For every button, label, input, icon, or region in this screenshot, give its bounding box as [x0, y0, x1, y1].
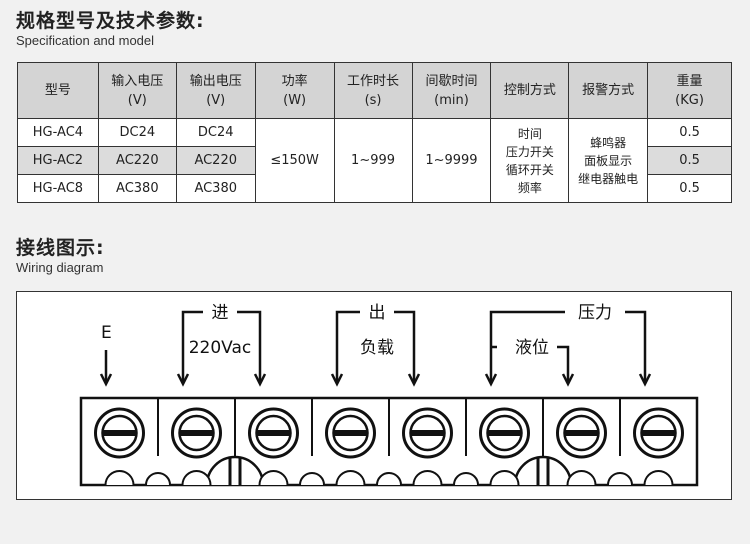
table-row: HG-AC2 AC220 AC220 0.5 [17, 146, 732, 175]
table-row: HG-AC4 DC24 DC24 ≤150W 1~999 1~9999 时间压力… [17, 118, 732, 203]
table-row: HG-AC8 AC380 AC380 0.5 [17, 174, 732, 203]
header-control: 控制方式 [490, 62, 570, 119]
label-level: 液位 [515, 338, 549, 358]
spec-table: 型号 输入电压(V) 输出电压(V) 功率(W) 工作时长(s) 间歇时间(mi… [17, 62, 732, 203]
cell-work-time: 1~999 [333, 118, 413, 203]
cell-model: HG-AC4 [17, 118, 99, 147]
header-input-voltage: 输入电压(V) [97, 62, 177, 119]
cell-input: DC24 [97, 118, 177, 147]
table-header-row: 型号 输入电压(V) 输出电压(V) 功率(W) 工作时长(s) 间歇时间(mi… [17, 62, 732, 119]
wiring-diagram: E 进 220Vac 出 负载 压力 液位 [16, 291, 732, 500]
cell-input: AC380 [97, 174, 177, 203]
header-model: 型号 [17, 62, 99, 119]
label-load: 负载 [360, 338, 394, 358]
label-earth: E [101, 323, 112, 343]
label-voltage: 220Vac [189, 338, 252, 358]
header-work-time: 工作时长(s) [333, 62, 413, 119]
label-input: 进 [212, 303, 229, 323]
cell-model: HG-AC2 [17, 146, 99, 175]
wiring-diagram-svg: E 进 220Vac 出 负载 压力 液位 [79, 303, 699, 487]
label-output: 出 [369, 303, 386, 323]
wiring-section-subtitle: Wiring diagram [16, 260, 104, 275]
spec-section-subtitle: Specification and model [16, 33, 155, 48]
spec-section-title: 规格型号及技术参数: [16, 10, 205, 32]
cell-weight: 0.5 [647, 118, 732, 147]
header-power: 功率(W) [254, 62, 335, 119]
cell-output: AC220 [175, 146, 256, 175]
header-alarm: 报警方式 [568, 62, 649, 119]
header-output-voltage: 输出电压(V) [175, 62, 256, 119]
cell-alarm: 蜂鸣器面板显示继电器触电 [568, 118, 649, 203]
wires [99, 310, 652, 387]
header-weight: 重量(KG) [647, 62, 732, 119]
cell-control: 时间压力开关循环开关频率 [490, 118, 570, 203]
wiring-section-title: 接线图示: [16, 237, 105, 259]
cell-output: DC24 [175, 118, 256, 147]
cell-interval: 1~9999 [411, 118, 492, 203]
header-interval: 间歇时间(min) [411, 62, 492, 119]
cell-model: HG-AC8 [17, 174, 99, 203]
cell-weight: 0.5 [647, 174, 732, 203]
cell-input: AC220 [97, 146, 177, 175]
cell-power: ≤150W [254, 118, 335, 203]
terminal-block [79, 396, 699, 487]
cell-weight: 0.5 [647, 146, 732, 175]
label-pressure: 压力 [578, 303, 612, 323]
cell-output: AC380 [175, 174, 256, 203]
